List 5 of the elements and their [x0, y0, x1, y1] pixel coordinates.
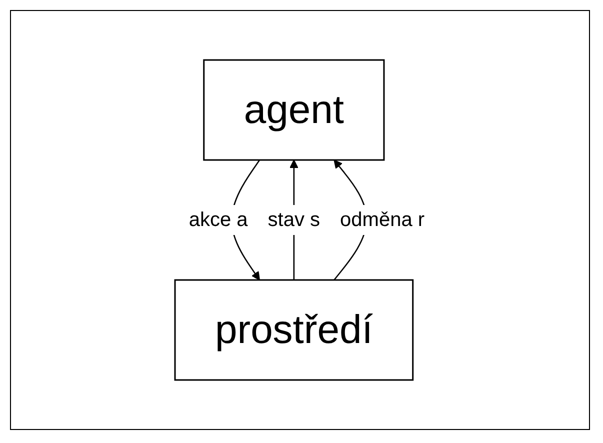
- edge-label: akce a: [189, 208, 248, 231]
- edge-label: stav s: [268, 208, 320, 231]
- edge-label: odměna r: [340, 208, 425, 231]
- node-box: agent: [203, 59, 385, 161]
- node-box: prostředí: [174, 279, 414, 381]
